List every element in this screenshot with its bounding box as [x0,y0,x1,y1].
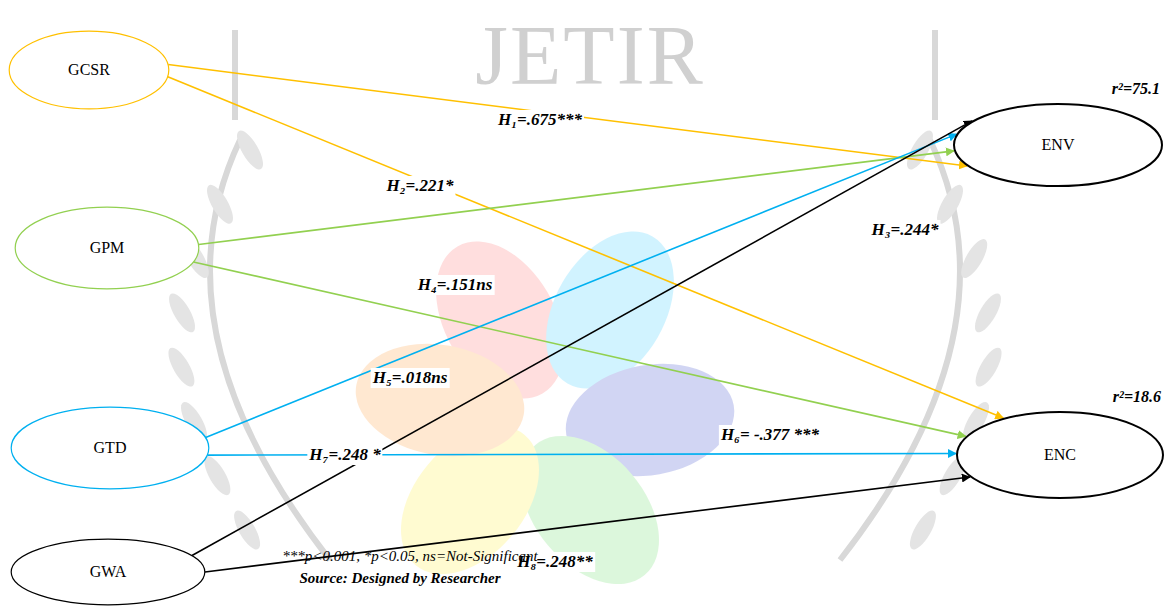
construct-ellipse: GCSR [8,30,170,110]
construct-name: GPM [90,239,125,257]
source-note: Source: Designed by Researcher [299,570,500,587]
r-squared-label: r²=18.6 [1113,388,1161,406]
path-coefficient: H₂=.221* [384,176,455,196]
path-arrow [199,151,954,245]
construct-ellipse: GPM [14,206,200,290]
construct-ellipse: GTD [10,406,210,490]
construct-name: GCSR [68,61,110,79]
watermark: JETIR [475,7,704,104]
path-arrow [168,77,1004,418]
path-coefficient: H₅=.018ns [371,368,450,388]
significance-note: ***p<0.001, *p<0.05, ns=Not-Significant [282,548,537,565]
path-arrow [205,477,970,572]
path-coefficient: H₇=.248 * [307,445,382,465]
path-arrow [192,121,972,556]
path-arrow [206,134,957,437]
r-squared-label: r²=75.1 [1112,80,1160,98]
construct-name: GWA [90,563,126,581]
path-arrow [193,262,965,436]
construct-name: ENC [1044,446,1076,464]
construct-name: GTD [94,439,127,457]
path-coefficient: H₄=.151ns [416,275,495,295]
path-coefficient: H₁=.675*** [496,110,584,130]
construct-ellipse: r²=18.6ENC [955,410,1165,500]
path-coefficient: H₆= -.377 *** [719,425,821,445]
path-coefficient: H₃=.244* [869,220,940,240]
construct-name: ENV [1042,136,1075,154]
construct-ellipse: GWA [10,538,206,606]
construct-ellipse: r²=75.1ENV [952,102,1164,188]
